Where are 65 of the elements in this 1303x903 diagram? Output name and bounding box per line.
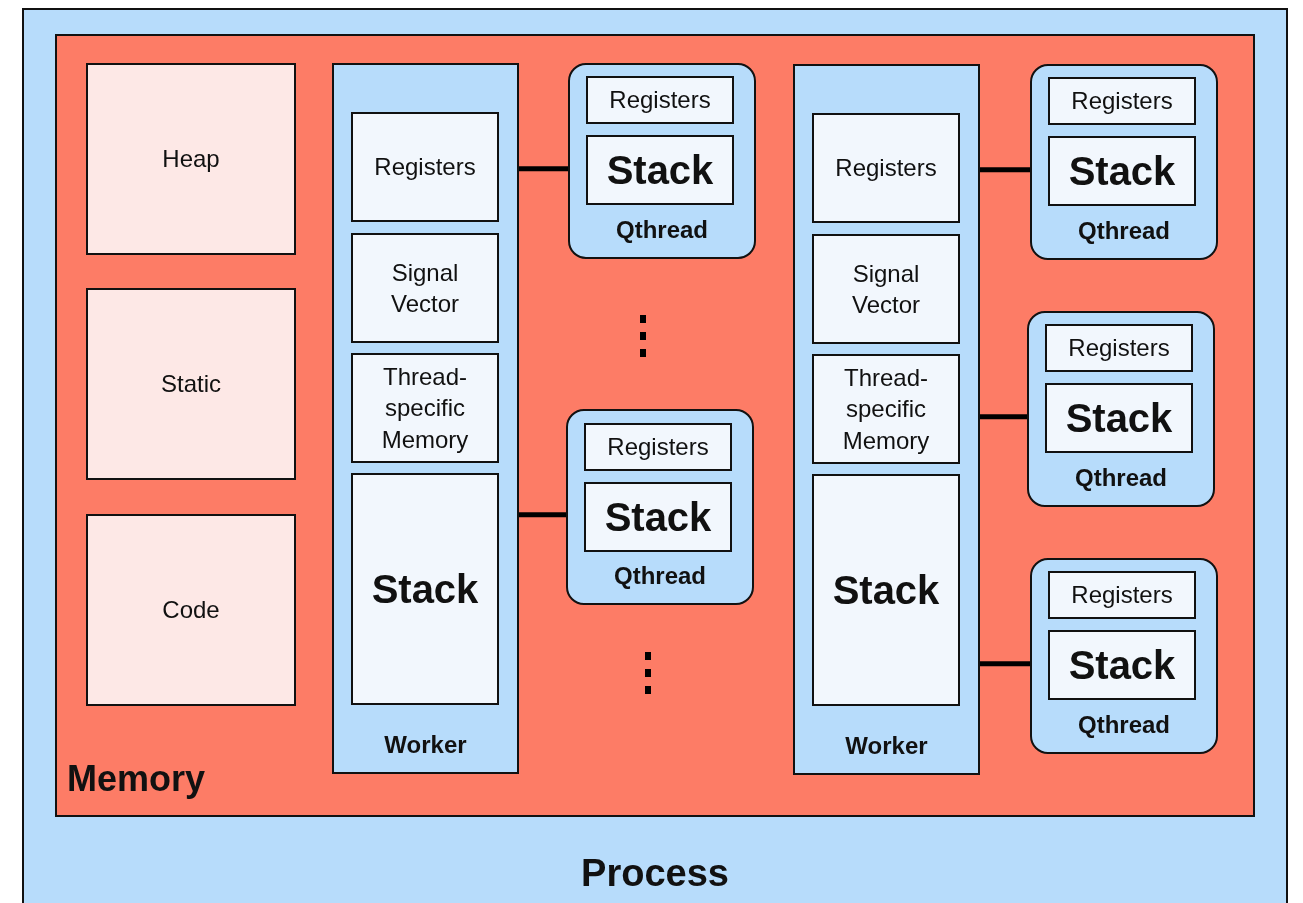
field-label: Thread-specific Memory [841,363,931,456]
qthread-title: Qthread [1078,709,1170,740]
worker-title: Worker [845,730,928,761]
memory-panel [55,34,1255,817]
connector-line [980,661,1030,667]
field-box [586,76,734,124]
worker-box [332,63,519,774]
segment-label: Code [161,595,221,626]
stack-box [1045,383,1193,453]
stack-label: Stack [1064,395,1174,442]
field-label: Registers [834,153,938,184]
process-panel [22,8,1288,903]
field-box [1045,324,1193,372]
segment-label: Heap [161,144,221,175]
field-label: Registers [373,152,477,183]
stack-box [812,474,960,706]
qthread-box [1030,558,1218,754]
field-label: Thread-specific Memory [380,362,470,455]
field-label: Signal Vector [850,258,921,320]
qthread-box [1027,311,1215,507]
process-title: Process [581,850,729,896]
stack-box [351,473,499,705]
stack-box [1048,136,1196,206]
field-label: Registers [1070,580,1174,611]
qthread-title: Qthread [616,214,708,245]
memory-segment-box [86,514,296,706]
stack-label: Stack [1067,642,1177,689]
connector-line [519,166,568,172]
stack-label: Stack [603,494,713,541]
field-box [1048,571,1196,619]
qthread-box [1030,64,1218,260]
field-label: Signal Vector [389,257,460,319]
field-label: Registers [1067,333,1171,364]
qthread-title: Qthread [614,560,706,591]
worker-box [793,64,980,775]
stack-label: Stack [605,147,715,194]
field-box [351,233,499,343]
qthread-box [566,409,754,605]
field-label: Registers [608,85,712,116]
qthread-box [568,63,756,259]
memory-segment-box [86,63,296,255]
field-box [584,423,732,471]
field-box [1048,77,1196,125]
field-box [351,353,499,463]
stack-box [1048,630,1196,700]
field-box [812,234,960,344]
stack-label: Stack [1067,148,1177,195]
field-box [351,112,499,222]
field-box [812,354,960,464]
field-label: Registers [1070,86,1174,117]
stack-box [584,482,732,552]
memory-segment-box [86,288,296,480]
field-label: Registers [606,432,710,463]
connector-line [980,414,1027,420]
segment-label: Static [160,369,222,400]
worker-title: Worker [384,729,467,760]
qthread-title: Qthread [1078,215,1170,246]
field-box [812,113,960,223]
stack-box [586,135,734,205]
connector-line [980,167,1030,173]
qthread-title: Qthread [1075,462,1167,493]
stack-label: Stack [370,566,480,613]
memory-title: Memory [67,757,206,802]
connector-line [519,512,566,518]
stack-label: Stack [831,567,941,614]
